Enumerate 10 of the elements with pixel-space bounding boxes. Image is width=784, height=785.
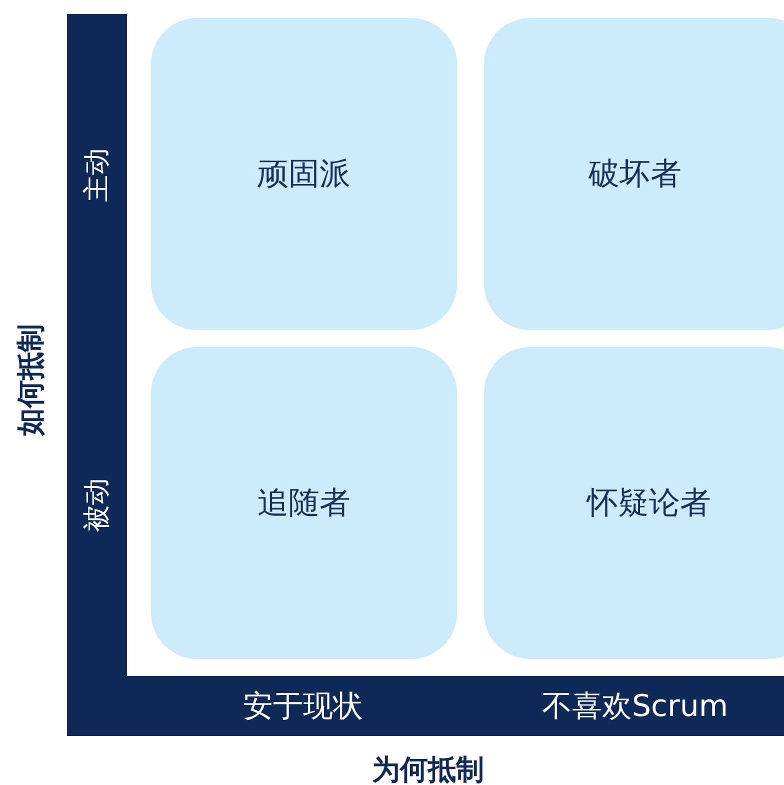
quadrant-box: 追随者	[151, 347, 457, 659]
axis-title: 为何抵制	[372, 756, 484, 784]
axis-title: 如何抵制	[17, 324, 45, 436]
axis-label: 主动	[84, 148, 110, 202]
axis-label: 不喜欢Scrum	[542, 692, 728, 722]
axis-label: 被动	[84, 478, 110, 532]
quadrant-box: 顽固派	[151, 18, 457, 330]
quadrant-box: 怀疑论者	[484, 347, 784, 659]
quadrant-box: 破坏者	[484, 18, 784, 330]
axis-label: 安于现状	[243, 692, 363, 722]
